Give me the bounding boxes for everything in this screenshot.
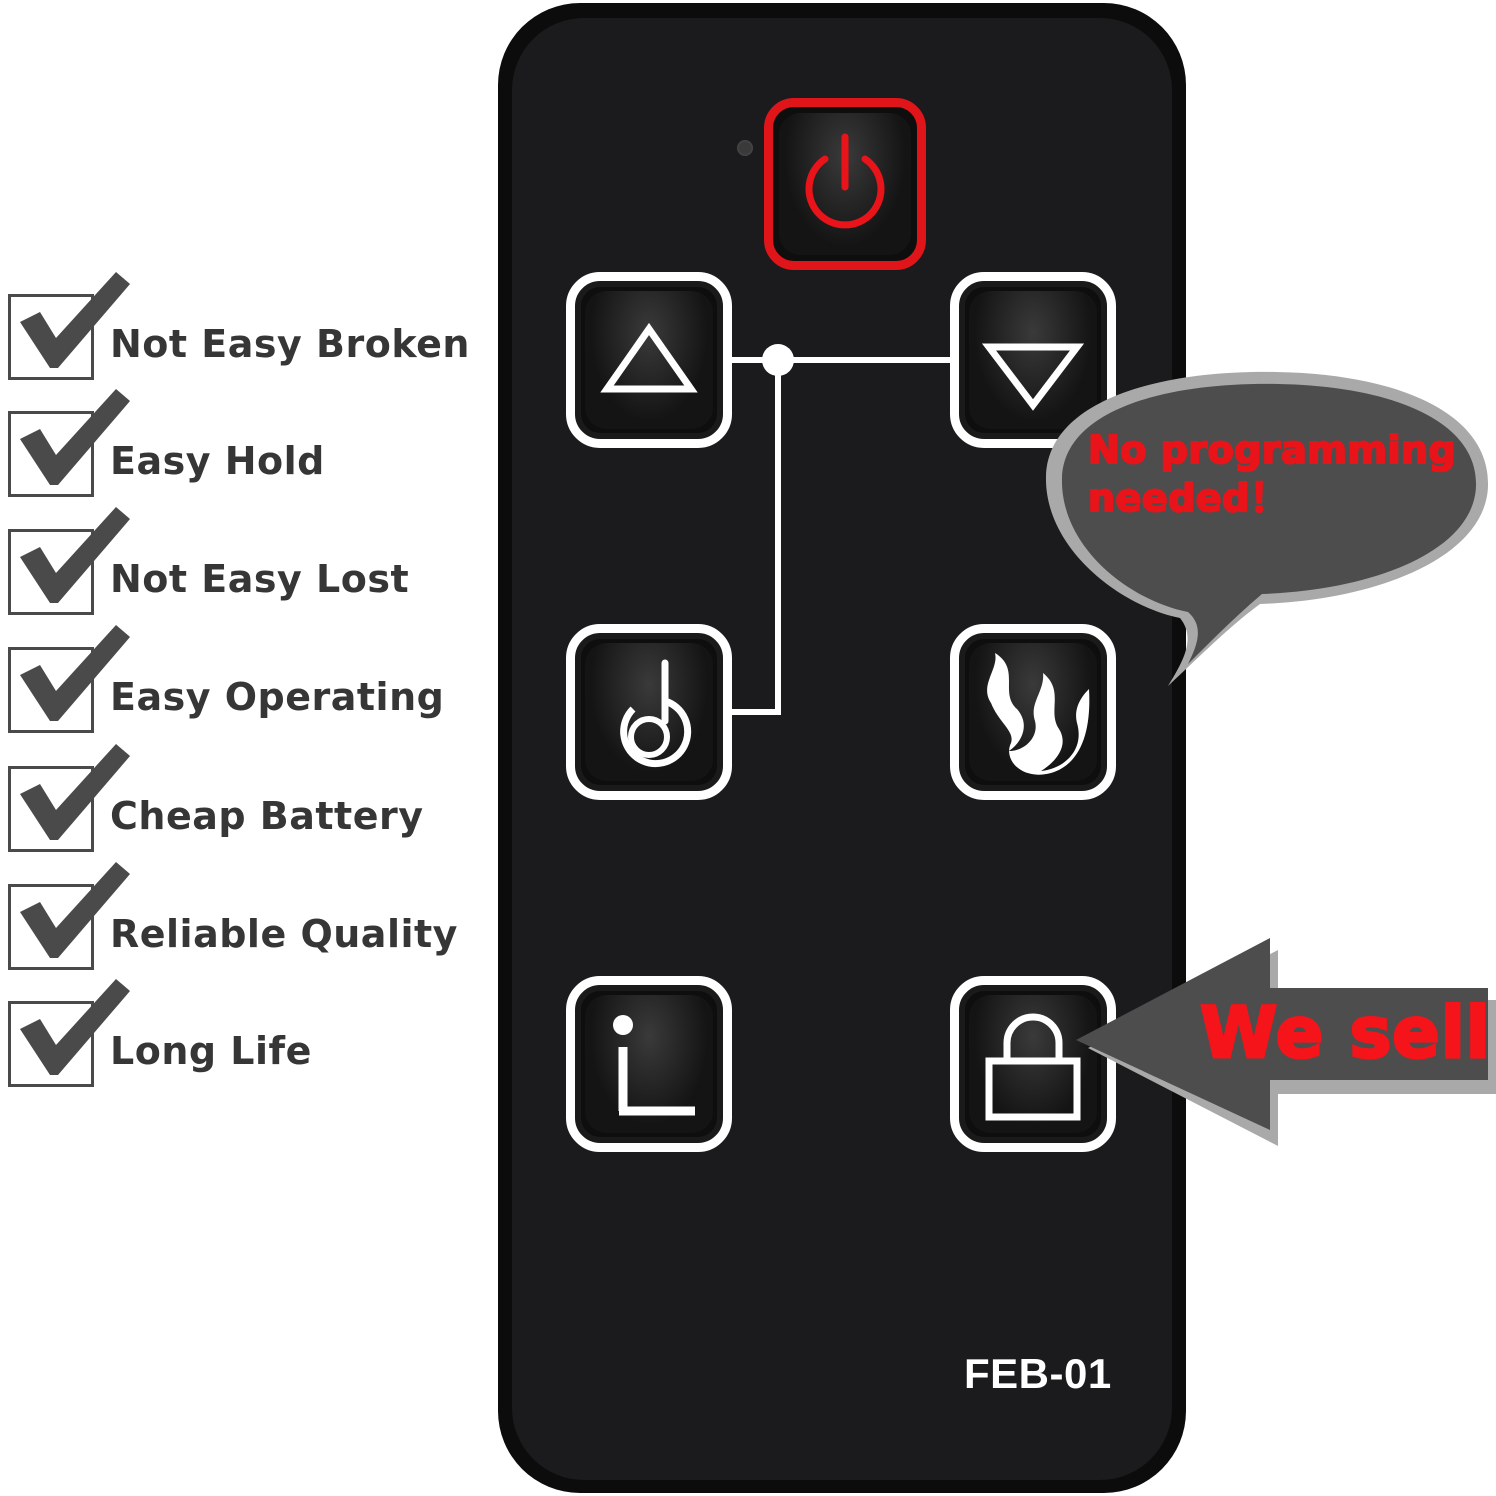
- heater-button[interactable]: [566, 624, 732, 800]
- flame-icon: [987, 653, 1090, 775]
- power-button[interactable]: [764, 98, 926, 270]
- checkmark-icon: [20, 979, 130, 1075]
- timer-button[interactable]: [566, 976, 732, 1152]
- temperature-down-button[interactable]: [950, 272, 1116, 448]
- info-timer-icon: [613, 1015, 695, 1116]
- feature-label: Not Easy Broken: [110, 322, 470, 366]
- checkmark-icon: [20, 625, 130, 721]
- feature-item: Easy Hold: [6, 389, 496, 497]
- bubble-text: No programming needed！: [1087, 427, 1457, 521]
- feature-label: Cheap Battery: [110, 794, 424, 838]
- triangle-down-icon: [981, 343, 1085, 411]
- feature-item: Not Easy Broken: [6, 272, 496, 380]
- temperature-up-button[interactable]: [566, 272, 732, 448]
- feature-label: Reliable Quality: [110, 912, 458, 956]
- model-number: FEB-01: [964, 1350, 1112, 1397]
- checkmark-icon: [20, 272, 130, 368]
- feature-item: Long Life: [6, 979, 496, 1087]
- checkmark-icon: [20, 507, 130, 603]
- lock-icon: [985, 1013, 1081, 1121]
- power-icon: [805, 133, 885, 229]
- feature-label: Easy Operating: [110, 675, 445, 719]
- feature-item: Cheap Battery: [6, 744, 496, 852]
- flame-button[interactable]: [950, 624, 1116, 800]
- thermometer-icon: [620, 659, 692, 768]
- arrow-text: We sell: [1199, 991, 1492, 1076]
- feature-item: Not Easy Lost: [6, 507, 496, 615]
- checkmark-icon: [20, 389, 130, 485]
- checkmark-icon: [20, 744, 130, 840]
- triangle-up-icon: [600, 322, 698, 393]
- feature-item: Easy Operating: [6, 625, 496, 733]
- checkmark-icon: [20, 862, 130, 958]
- feature-label: Long Life: [110, 1029, 312, 1073]
- feature-label: Not Easy Lost: [110, 557, 410, 601]
- feature-item: Reliable Quality: [6, 862, 496, 970]
- child-lock-button[interactable]: [950, 976, 1116, 1152]
- feature-label: Easy Hold: [110, 439, 325, 483]
- indicator-led: [737, 140, 753, 156]
